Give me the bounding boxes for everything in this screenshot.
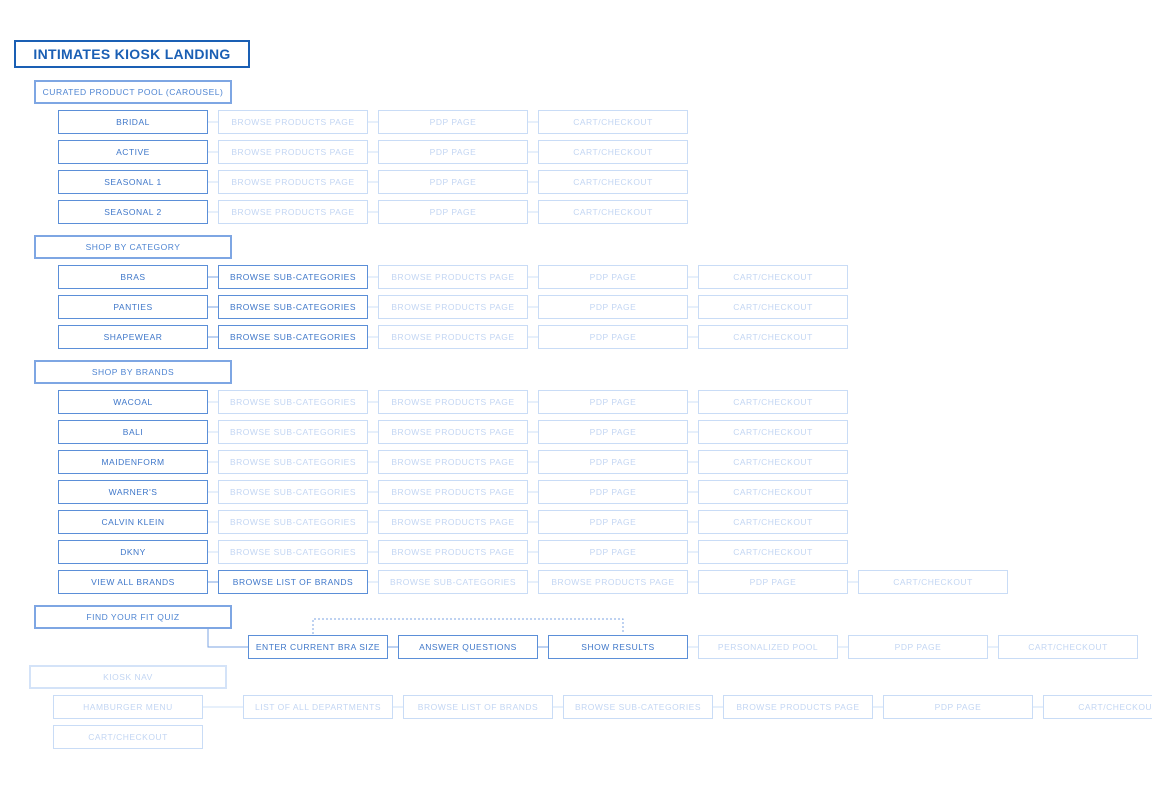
step-cart-checkout[interactable]: CART/CHECKOUT: [698, 540, 848, 564]
step-pdp-page[interactable]: PDP PAGE: [538, 390, 688, 414]
step-browse-products-page[interactable]: BROWSE PRODUCTS PAGE: [378, 265, 528, 289]
section-category[interactable]: SHOP BY CATEGORY: [34, 235, 232, 259]
step-browse-products-page[interactable]: BROWSE PRODUCTS PAGE: [378, 295, 528, 319]
step-browse-sub-categories[interactable]: BROWSE SUB-CATEGORIES: [218, 295, 368, 319]
step-cart-checkout[interactable]: CART/CHECKOUT: [538, 170, 688, 194]
step-browse-products-page[interactable]: BROWSE PRODUCTS PAGE: [378, 420, 528, 444]
step-pdp-page[interactable]: PDP PAGE: [538, 420, 688, 444]
step-cart-checkout[interactable]: CART/CHECKOUT: [538, 140, 688, 164]
step-browse-products-page[interactable]: BROWSE PRODUCTS PAGE: [218, 200, 368, 224]
step-hamburger-menu[interactable]: HAMBURGER MENU: [53, 695, 203, 719]
step-pdp-page[interactable]: PDP PAGE: [538, 510, 688, 534]
step-cart-checkout[interactable]: CART/CHECKOUT: [53, 725, 203, 749]
step-browse-sub-categories[interactable]: BROWSE SUB-CATEGORIES: [218, 510, 368, 534]
step-maidenform[interactable]: MAIDENFORM: [58, 450, 208, 474]
step-enter-current-bra-size[interactable]: ENTER CURRENT BRA SIZE: [248, 635, 388, 659]
step-browse-sub-categories[interactable]: BROWSE SUB-CATEGORIES: [218, 390, 368, 414]
step-browse-list-of-brands[interactable]: BROWSE LIST OF BRANDS: [403, 695, 553, 719]
step-browse-products-page[interactable]: BROWSE PRODUCTS PAGE: [378, 480, 528, 504]
section-curated[interactable]: CURATED PRODUCT POOL (CAROUSEL): [34, 80, 232, 104]
step-cart-checkout[interactable]: CART/CHECKOUT: [538, 200, 688, 224]
step-pdp-page[interactable]: PDP PAGE: [378, 200, 528, 224]
step-active[interactable]: ACTIVE: [58, 140, 208, 164]
section-quiz[interactable]: FIND YOUR FIT QUIZ: [34, 605, 232, 629]
step-seasonal-1[interactable]: SEASONAL 1: [58, 170, 208, 194]
step-cart-checkout[interactable]: CART/CHECKOUT: [1043, 695, 1152, 719]
step-pdp-page[interactable]: PDP PAGE: [378, 170, 528, 194]
step-seasonal-2[interactable]: SEASONAL 2: [58, 200, 208, 224]
step-browse-products-page[interactable]: BROWSE PRODUCTS PAGE: [378, 510, 528, 534]
step-pdp-page[interactable]: PDP PAGE: [538, 295, 688, 319]
step-pdp-page[interactable]: PDP PAGE: [538, 325, 688, 349]
step-cart-checkout[interactable]: CART/CHECKOUT: [698, 450, 848, 474]
step-panties[interactable]: PANTIES: [58, 295, 208, 319]
step-cart-checkout[interactable]: CART/CHECKOUT: [698, 265, 848, 289]
step-pdp-page[interactable]: PDP PAGE: [698, 570, 848, 594]
step-browse-products-page[interactable]: BROWSE PRODUCTS PAGE: [378, 390, 528, 414]
step-wacoal[interactable]: WACOAL: [58, 390, 208, 414]
step-cart-checkout[interactable]: CART/CHECKOUT: [698, 480, 848, 504]
step-pdp-page[interactable]: PDP PAGE: [538, 540, 688, 564]
step-browse-products-page[interactable]: BROWSE PRODUCTS PAGE: [538, 570, 688, 594]
step-calvin-klein[interactable]: CALVIN KLEIN: [58, 510, 208, 534]
step-browse-sub-categories[interactable]: BROWSE SUB-CATEGORIES: [218, 540, 368, 564]
step-browse-products-page[interactable]: BROWSE PRODUCTS PAGE: [218, 110, 368, 134]
step-pdp-page[interactable]: PDP PAGE: [848, 635, 988, 659]
step-view-all-brands[interactable]: VIEW ALL BRANDS: [58, 570, 208, 594]
section-brands[interactable]: SHOP BY BRANDS: [34, 360, 232, 384]
step-browse-sub-categories[interactable]: BROWSE SUB-CATEGORIES: [218, 480, 368, 504]
section-nav[interactable]: KIOSK NAV: [29, 665, 227, 689]
step-cart-checkout[interactable]: CART/CHECKOUT: [698, 325, 848, 349]
step-browse-sub-categories[interactable]: BROWSE SUB-CATEGORIES: [218, 265, 368, 289]
step-list-of-all-departments[interactable]: LIST OF ALL DEPARTMENTS: [243, 695, 393, 719]
step-browse-products-page[interactable]: BROWSE PRODUCTS PAGE: [218, 140, 368, 164]
step-browse-products-page[interactable]: BROWSE PRODUCTS PAGE: [723, 695, 873, 719]
step-dkny[interactable]: DKNY: [58, 540, 208, 564]
step-personalized-pool[interactable]: PERSONALIZED POOL: [698, 635, 838, 659]
step-browse-products-page[interactable]: BROWSE PRODUCTS PAGE: [378, 325, 528, 349]
step-pdp-page[interactable]: PDP PAGE: [378, 110, 528, 134]
step-browse-list-of-brands[interactable]: BROWSE LIST OF BRANDS: [218, 570, 368, 594]
step-shapewear[interactable]: SHAPEWEAR: [58, 325, 208, 349]
step-bras[interactable]: BRAS: [58, 265, 208, 289]
step-pdp-page[interactable]: PDP PAGE: [538, 450, 688, 474]
step-browse-sub-categories[interactable]: BROWSE SUB-CATEGORIES: [378, 570, 528, 594]
step-pdp-page[interactable]: PDP PAGE: [883, 695, 1033, 719]
step-bridal[interactable]: BRIDAL: [58, 110, 208, 134]
step-browse-sub-categories[interactable]: BROWSE SUB-CATEGORIES: [563, 695, 713, 719]
step-warner-s[interactable]: WARNER'S: [58, 480, 208, 504]
step-answer-questions[interactable]: ANSWER QUESTIONS: [398, 635, 538, 659]
step-browse-products-page[interactable]: BROWSE PRODUCTS PAGE: [218, 170, 368, 194]
step-cart-checkout[interactable]: CART/CHECKOUT: [858, 570, 1008, 594]
step-browse-sub-categories[interactable]: BROWSE SUB-CATEGORIES: [218, 450, 368, 474]
quiz-loop-connector: [312, 618, 624, 634]
step-cart-checkout[interactable]: CART/CHECKOUT: [698, 510, 848, 534]
step-browse-products-page[interactable]: BROWSE PRODUCTS PAGE: [378, 450, 528, 474]
step-browse-sub-categories[interactable]: BROWSE SUB-CATEGORIES: [218, 420, 368, 444]
step-bali[interactable]: BALI: [58, 420, 208, 444]
step-show-results[interactable]: SHOW RESULTS: [548, 635, 688, 659]
step-cart-checkout[interactable]: CART/CHECKOUT: [998, 635, 1138, 659]
diagram-title: INTIMATES KIOSK LANDING: [14, 40, 250, 68]
step-cart-checkout[interactable]: CART/CHECKOUT: [698, 420, 848, 444]
step-pdp-page[interactable]: PDP PAGE: [538, 265, 688, 289]
step-pdp-page[interactable]: PDP PAGE: [378, 140, 528, 164]
step-cart-checkout[interactable]: CART/CHECKOUT: [538, 110, 688, 134]
step-pdp-page[interactable]: PDP PAGE: [538, 480, 688, 504]
step-browse-products-page[interactable]: BROWSE PRODUCTS PAGE: [378, 540, 528, 564]
step-browse-sub-categories[interactable]: BROWSE SUB-CATEGORIES: [218, 325, 368, 349]
step-cart-checkout[interactable]: CART/CHECKOUT: [698, 390, 848, 414]
quiz-connector: [207, 629, 248, 648]
step-cart-checkout[interactable]: CART/CHECKOUT: [698, 295, 848, 319]
